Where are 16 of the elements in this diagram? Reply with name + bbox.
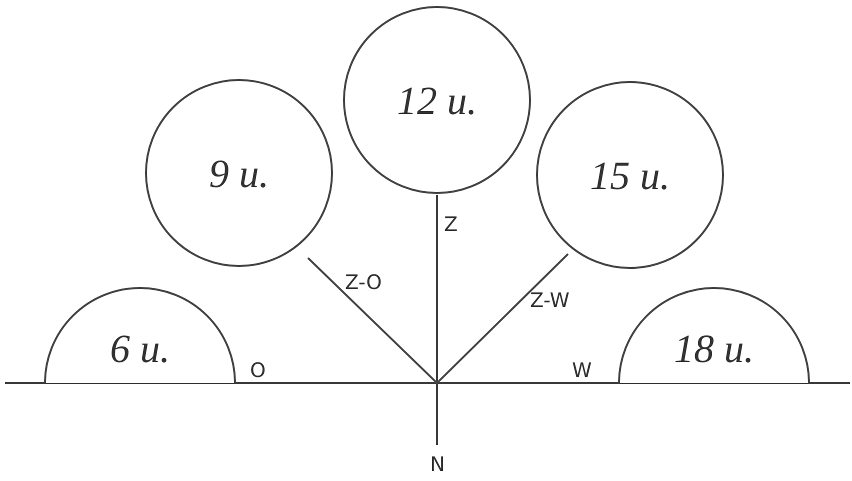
hour-label: 15 u. <box>590 152 670 198</box>
circle-shape <box>342 5 532 195</box>
circle-shape <box>535 80 725 270</box>
direction-label: W <box>572 358 592 382</box>
direction-label: O <box>250 358 266 382</box>
hour-label: 9 u. <box>209 150 269 196</box>
direction-label: N <box>430 452 445 476</box>
hour-label: 12 u. <box>397 76 477 124</box>
hour-label: 18 u. <box>674 325 754 372</box>
direction-label: Z <box>444 212 458 236</box>
semicircle-shape <box>617 286 811 383</box>
direction-label: Z-O <box>345 270 382 294</box>
semicircle-shape <box>43 286 237 383</box>
direction-label: Z-W <box>530 288 570 312</box>
hour-label: 6 u. <box>110 325 170 372</box>
circle-shape <box>144 78 334 268</box>
